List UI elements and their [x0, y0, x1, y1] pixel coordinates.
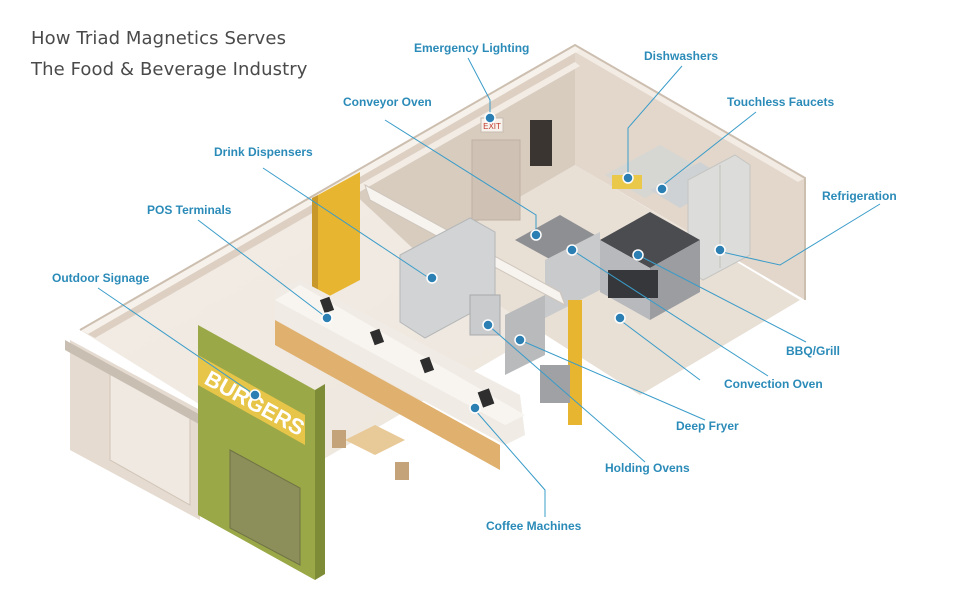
marker-deep-fryer	[514, 334, 526, 346]
counter-top	[275, 285, 525, 425]
kitchen-partition	[350, 62, 575, 255]
leader-coffee-machines	[474, 409, 546, 517]
callout-holding-ovens[interactable]: Holding Ovens	[605, 461, 690, 475]
leader-holding-ovens	[487, 324, 646, 463]
leader-bbq-grill	[637, 254, 807, 343]
callout-coffee-machines[interactable]: Coffee Machines	[486, 519, 582, 533]
sign-band	[198, 355, 305, 445]
leader-refrigeration	[721, 203, 881, 266]
marker-dishwashers	[622, 172, 634, 184]
conveyor-oven-unit	[515, 215, 600, 262]
page-title-line-2: The Food & Beverage Industry	[31, 59, 308, 80]
callout-bbq-grill[interactable]: BBQ/Grill	[786, 344, 841, 358]
callout-convection-oven[interactable]: Convection Oven	[724, 377, 823, 391]
marker-refrigeration	[714, 244, 726, 256]
holding-oven-unit	[505, 295, 545, 375]
callout-conveyor-oven[interactable]: Conveyor Oven	[343, 95, 432, 109]
leader-dishwashers	[627, 65, 683, 178]
leader-pos-terminals	[197, 219, 328, 319]
leader-fryer-to-unit	[619, 319, 701, 381]
leader-conveyor-oven	[384, 119, 537, 232]
outer-frame	[79, 43, 806, 331]
marker-holding-ovens	[482, 319, 494, 331]
hotspot-markers	[249, 112, 726, 414]
marker-pos-terminals	[321, 312, 333, 324]
pillar-right	[568, 300, 582, 425]
entry-door	[229, 449, 301, 566]
pillar-left	[318, 172, 360, 302]
leader-touchless-faucets	[661, 111, 757, 187]
callout-dishwashers[interactable]: Dishwashers	[644, 49, 719, 63]
callout-emergency-lighting[interactable]: Emergency Lighting	[414, 41, 530, 55]
back-door	[471, 139, 521, 221]
wall-board	[530, 120, 552, 166]
dining-table	[345, 425, 405, 455]
marker-fryer-unit	[614, 312, 626, 324]
pillar-left-side	[312, 195, 318, 302]
svg-text:EXIT: EXIT	[483, 122, 501, 131]
leader-drink-dispenser	[262, 167, 433, 281]
sign-board-side	[315, 384, 325, 580]
callout-touchless-faucets[interactable]: Touchless Faucets	[727, 95, 835, 109]
marker-outdoor-signage	[249, 389, 261, 401]
partition-top	[350, 62, 580, 194]
pos-terminals	[319, 296, 495, 408]
callout-deep-fryer[interactable]: Deep Fryer	[676, 419, 739, 433]
counter-front-face	[275, 320, 500, 470]
marker-convection-oven	[566, 244, 578, 256]
marker-coffee-machines	[469, 402, 481, 414]
marker-bbq-grill	[632, 249, 644, 261]
callout-refrigeration[interactable]: Refrigeration	[822, 189, 897, 203]
callout-drink-dispensers[interactable]: Drink Dispensers	[214, 145, 313, 159]
range-front	[650, 240, 700, 320]
leader-outdoor-signage	[97, 287, 256, 396]
leader-deep-fryer	[519, 339, 706, 421]
marker-touchless-faucets	[656, 183, 668, 195]
callout-pos-terminals[interactable]: POS Terminals	[147, 203, 232, 217]
page-title-line-1: How Triad Magnetics Serves	[31, 28, 287, 49]
marker-emergency-lighting	[484, 112, 496, 124]
marker-drink-dispensers	[426, 272, 438, 284]
leader-convection-oven	[571, 249, 769, 377]
range-burners	[608, 270, 658, 298]
callout-outdoor-signage[interactable]: Outdoor Signage	[52, 271, 150, 285]
leader-emergency-lighting	[467, 57, 491, 118]
marker-conveyor-oven	[530, 229, 542, 241]
